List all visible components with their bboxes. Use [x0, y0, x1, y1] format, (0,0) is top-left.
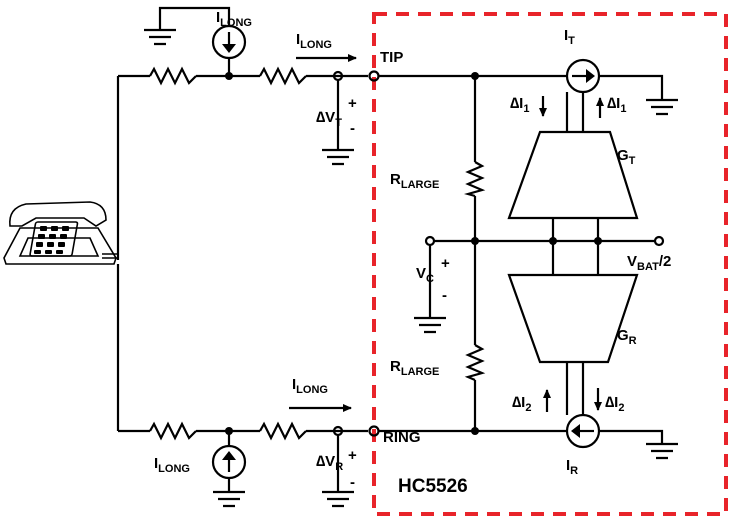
v-bat-label: VBAT/2 [627, 253, 671, 273]
r-large-top-label: RLARGE [390, 171, 439, 191]
ground-icon [322, 148, 354, 166]
ground-icon [414, 316, 446, 334]
delta-vr-minus: - [350, 474, 355, 491]
delta-vr-plus: + [348, 447, 357, 464]
delta-vt-label: ∆VT [316, 109, 342, 129]
i-r-label: IR [566, 457, 578, 477]
current-source-icon [565, 413, 601, 449]
transconductance-amplifier-icon [507, 130, 639, 220]
current-source-icon [211, 444, 247, 480]
ring-label: RING [383, 429, 421, 446]
delta-vr-label: ∆VR [316, 453, 343, 473]
i-long-arrow-bottom-label: ILONG [292, 376, 328, 396]
r-large-bottom-label: RLARGE [390, 358, 439, 378]
resistor-icon [149, 421, 197, 441]
transconductance-amplifier-icon [507, 273, 639, 364]
v-c-label: VC [416, 265, 434, 285]
g-t-label: GT [617, 147, 636, 167]
resistor-icon [149, 66, 197, 86]
current-source-icon [565, 58, 601, 94]
resistor-icon [463, 161, 486, 198]
ground-icon [646, 98, 678, 116]
g-r-label: GR [617, 327, 637, 347]
i-long-source-top-label: ILONG [216, 9, 252, 29]
delta-vt-plus: + [348, 95, 357, 112]
v-c-minus: - [442, 287, 447, 304]
ground-icon [144, 28, 176, 46]
delta-vt-minus: - [350, 120, 355, 137]
telephone-icon [3, 201, 118, 265]
chip-name-label: HC5526 [398, 476, 468, 497]
delta-i2-right-label: ∆I2 [605, 394, 624, 414]
resistor-icon [259, 66, 307, 86]
i-t-label: IT [564, 27, 575, 47]
v-c-plus: + [441, 255, 450, 272]
chip-boundary [372, 12, 728, 516]
delta-i2-left-label: ∆I2 [512, 394, 531, 414]
i-long-source-bottom-label: ILONG [154, 455, 190, 475]
resistor-icon [464, 344, 486, 382]
resistor-icon [259, 421, 307, 441]
ground-icon [646, 442, 678, 460]
ground-icon [213, 490, 245, 508]
i-long-arrow-top-label: ILONG [296, 31, 332, 51]
current-source-icon [211, 24, 247, 60]
ground-icon [322, 490, 354, 508]
tip-label: TIP [380, 49, 403, 66]
delta-i1-right-label: ∆I1 [607, 95, 626, 115]
delta-i1-left-label: ∆I1 [510, 95, 529, 115]
